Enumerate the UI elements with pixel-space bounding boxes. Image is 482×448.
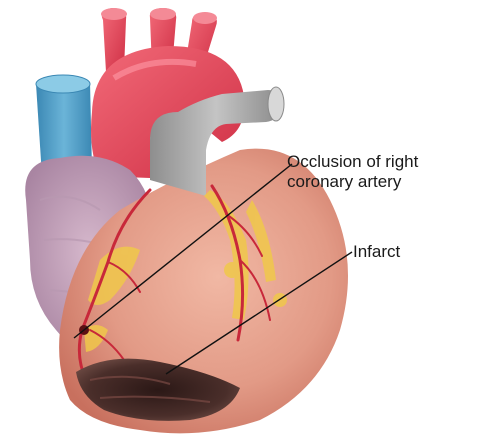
occlusion-label-line2: coronary artery xyxy=(287,172,418,192)
occlusion-label: Occlusion of right coronary artery xyxy=(287,152,418,192)
occlusion-label-line1: Occlusion of right xyxy=(287,152,418,172)
infarct-label: Infarct xyxy=(353,242,400,262)
